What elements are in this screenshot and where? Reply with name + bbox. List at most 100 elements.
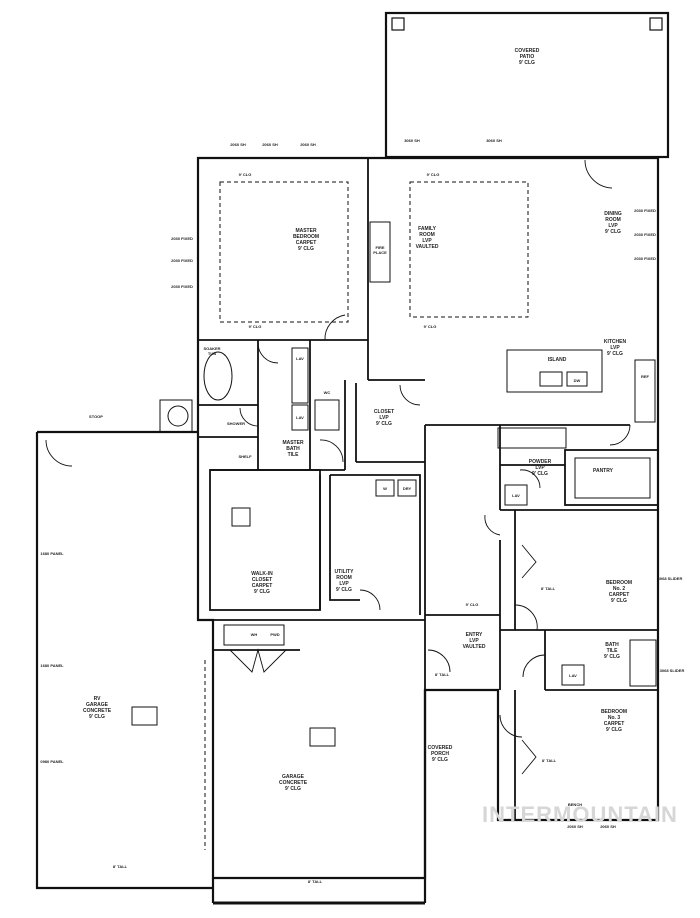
garage-attic [309,727,336,747]
ceiling-note: 9' CLG [466,602,479,607]
kitchen-counter [634,359,656,423]
rv-garage-wall [35,430,213,890]
window-note: 2060 SH [600,824,616,829]
door-swing [521,739,537,775]
water-heater [231,507,251,527]
counter-pantry [497,427,567,449]
door-swing [521,544,537,579]
patio-post [649,17,663,31]
door-note: 3068 SLIDER [658,576,683,581]
door-swing [522,654,546,678]
window-note: 2030 FIXED [171,258,193,263]
tall-note: 8' TALL [541,586,556,591]
window-note: 2060 SH [230,142,246,147]
door-swing [239,407,259,427]
dryer [397,479,417,497]
door-swing [584,159,613,189]
bath-tub [629,639,657,687]
garage-door-note: 0980 PANEL [40,759,64,764]
window-note: 2060 SH [262,142,278,147]
covered-patio-outline [384,11,670,159]
door-swing [609,424,631,446]
door-swing [514,604,538,631]
door-swing [484,514,501,536]
window-note: 2060 SH [567,824,583,829]
door-swing [399,384,421,406]
master-vanity [291,347,309,404]
door-swing [359,589,381,611]
watermark: INTERMOUNTAIN [482,802,678,827]
master-wc-label: WC [324,390,331,395]
shelf-label: SHELF [238,454,252,459]
wh-label: WH [251,632,258,637]
window-note: 2030 FIXED [634,232,656,237]
pantry-label: PANTRY [593,468,614,474]
dryer-label: DRY [403,486,412,491]
dw-label: DW [574,378,581,383]
window-note: 2030 FIXED [634,256,656,261]
door-swing [499,714,523,738]
ceiling-note: 9' CLG [424,324,437,329]
island-label: ISLAND [548,357,567,363]
door-swing [519,469,541,489]
powder-wall [500,464,658,511]
master-wc [314,399,340,431]
bench-label: BENCH [568,802,582,807]
island-sink [539,371,563,387]
door-swing [427,649,451,673]
bath-lav [561,664,585,686]
pantry-wall [564,449,659,506]
shower-label: SHOWER [227,421,245,426]
ceiling-note: 9' CLG [239,172,252,177]
mech-unit [167,405,189,427]
door-swing [257,342,279,364]
pantry-shelf [574,457,651,499]
tall-note: 8' TALL [435,672,450,677]
door-swing [319,439,344,463]
window-note: 3060 SH [404,138,420,143]
patio-post [391,17,405,31]
door-swing [324,314,346,341]
master-lav-2-label: LAV [296,415,304,420]
fireplace-box [369,221,391,283]
master-lav-label: LAV [296,356,304,361]
dishwasher [566,371,588,387]
window-note: 2060 SH [300,142,316,147]
utility-wall [329,474,421,615]
soaker-tub [203,351,233,401]
tall-note: 8' TALL [542,758,557,763]
washer [375,479,395,497]
mech-stoop-box [159,399,193,433]
door-note: 3068 SLIDER [660,668,685,673]
bath-lav-label: LAV [569,673,577,678]
tall-note: 8' TALL [308,879,323,884]
kitchen-island [506,349,603,393]
stoop-label: STOOP [89,414,103,419]
ceiling-note: 9' CLG [427,172,440,177]
master-tray-ceiling [219,181,349,323]
house-exterior-wall [196,156,660,880]
ref-label: REF [641,374,650,379]
ceiling-note: 9' CLG [249,324,262,329]
tall-note: 8' TALL [113,864,128,869]
rv-garage-attic [131,706,158,726]
garage-door-note: 1680 PANEL [40,663,64,668]
